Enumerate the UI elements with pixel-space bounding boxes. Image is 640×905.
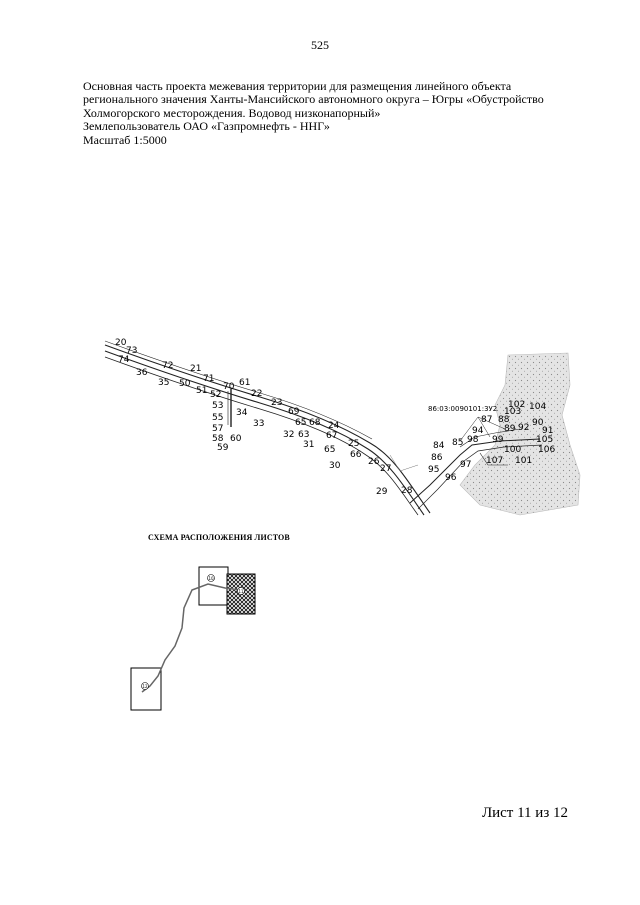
parcel-label: 86:03:0090101:3У2 xyxy=(428,405,497,413)
point-label: 105 xyxy=(536,435,553,445)
point-label: 96 xyxy=(445,473,457,483)
sheet-number: Лист 11 из 12 xyxy=(481,805,568,821)
point-label: 28 xyxy=(401,486,413,496)
forest-area xyxy=(459,352,581,516)
point-label: 61 xyxy=(239,378,250,388)
point-label: 33 xyxy=(253,419,264,429)
point-label: 59 xyxy=(217,443,229,453)
point-label: 69 xyxy=(288,407,300,417)
point-label: 101 xyxy=(515,456,532,466)
point-label: 88 xyxy=(498,415,510,425)
point-label: 65 xyxy=(324,445,335,455)
point-label: 107 xyxy=(486,456,503,466)
point-label: 103 xyxy=(504,407,521,417)
point-label: 92 xyxy=(518,423,529,433)
point-label: 21 xyxy=(190,364,201,374)
page-number: 525 xyxy=(311,38,329,52)
sheet-label: 12 xyxy=(142,684,148,689)
point-label: 35 xyxy=(158,378,169,388)
header-line-4: Землепользователь ОАО «Газпромнефть - НН… xyxy=(83,119,330,134)
boundary-map-drawing: 86:03:0090101:3У2 20 73 74 36 72 35 21 5… xyxy=(104,338,581,516)
point-label: 98 xyxy=(467,435,479,445)
point-label: 36 xyxy=(136,368,148,378)
point-label: 32 xyxy=(283,430,294,440)
sheet-layout-scheme: 10 11 12 xyxy=(120,560,280,720)
point-label: 58 xyxy=(212,434,224,444)
point-label: 99 xyxy=(492,435,504,445)
point-labels: 20 73 74 36 72 35 21 50 71 51 70 52 61 2… xyxy=(115,338,555,497)
sheet-layout-drawing: 10 11 12 xyxy=(130,566,256,711)
point-label: 27 xyxy=(380,464,391,474)
point-label: 34 xyxy=(236,408,248,418)
point-label: 63 xyxy=(298,430,309,440)
point-label: 26 xyxy=(368,457,380,467)
point-label: 22 xyxy=(251,389,262,399)
header-line-2: регионального значения Ханты-Мансийского… xyxy=(83,92,544,107)
point-label: 86 xyxy=(431,453,443,463)
sheet-label: 10 xyxy=(208,576,214,581)
point-label: 23 xyxy=(271,398,282,408)
point-label: 67 xyxy=(326,431,337,441)
point-label: 65 xyxy=(295,418,306,428)
point-label: 73 xyxy=(126,346,137,356)
point-label: 106 xyxy=(538,445,555,455)
point-label: 104 xyxy=(529,402,546,412)
point-label: 25 xyxy=(348,439,359,449)
point-label: 84 xyxy=(433,441,445,451)
point-label: 72 xyxy=(162,361,173,371)
point-label: 97 xyxy=(460,460,471,470)
point-label: 66 xyxy=(350,450,362,460)
scheme-title: СХЕМА РАСПОЛОЖЕНИЯ ЛИСТОВ xyxy=(148,533,290,542)
point-label: 102 xyxy=(508,400,525,410)
point-label: 30 xyxy=(329,461,341,471)
point-label: 91 xyxy=(542,426,553,436)
point-label: 100 xyxy=(504,445,521,455)
point-label: 60 xyxy=(230,434,242,444)
point-label: 31 xyxy=(303,440,314,450)
boundary-map: 86:03:0090101:3У2 20 73 74 36 72 35 21 5… xyxy=(100,325,600,520)
point-label: 85 xyxy=(452,438,463,448)
point-label: 24 xyxy=(328,421,340,431)
point-label: 74 xyxy=(118,355,130,365)
header-line-5: Масштаб 1:5000 xyxy=(83,132,167,147)
point-label: 71 xyxy=(203,374,214,384)
point-label: 50 xyxy=(179,379,191,389)
point-label: 95 xyxy=(428,465,439,475)
header-line-1: Основная часть проекта межевания террито… xyxy=(83,79,512,93)
point-label: 90 xyxy=(532,418,544,428)
point-label: 94 xyxy=(472,426,484,436)
point-label: 70 xyxy=(223,382,235,392)
point-label: 52 xyxy=(210,390,221,400)
point-label: 53 xyxy=(212,401,223,411)
point-label: 55 xyxy=(212,413,223,423)
point-label: 57 xyxy=(212,424,223,434)
header-line-3: Холмогорского месторождения. Водовод низ… xyxy=(83,105,381,120)
point-label: 29 xyxy=(376,487,388,497)
sheet-label: 11 xyxy=(238,589,244,594)
point-label: 51 xyxy=(196,386,207,396)
document-header: Основная часть проекта межевания террито… xyxy=(83,79,583,147)
point-label: 87 xyxy=(481,415,492,425)
point-label: 68 xyxy=(309,418,321,428)
point-label: 20 xyxy=(115,338,127,348)
point-label: 89 xyxy=(504,424,516,434)
